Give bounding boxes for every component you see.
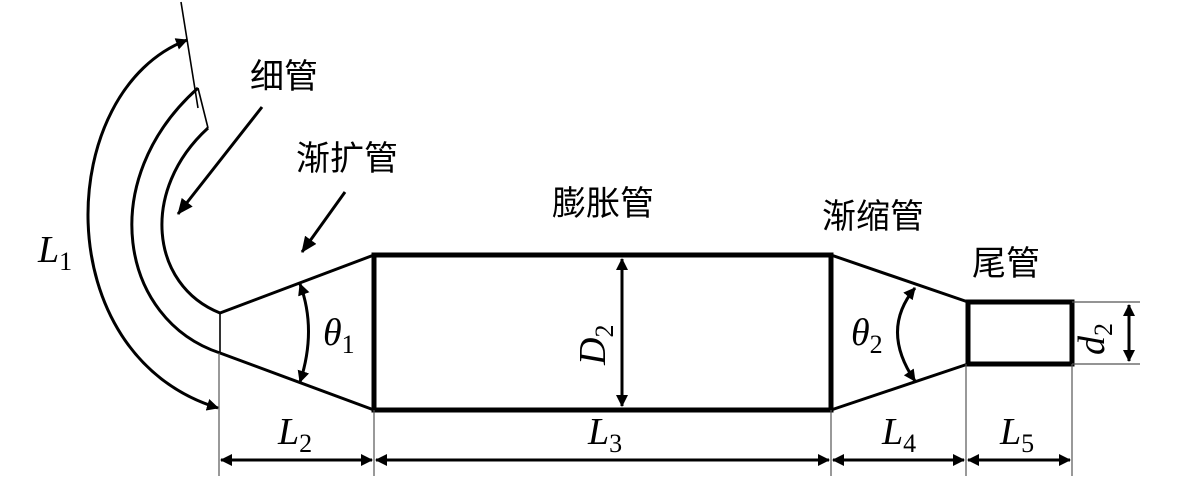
theta1-arc: [297, 283, 310, 383]
l1-label: L1: [37, 229, 72, 276]
l5-label: L5: [999, 411, 1034, 458]
l2-label: L2: [277, 411, 312, 458]
d2-label: D2: [572, 325, 619, 366]
diffuser-leader-arrow: [300, 191, 347, 253]
small-d2-label: d2: [1071, 323, 1118, 355]
l4-label: L4: [881, 411, 916, 458]
thin-tube-label: 细管: [250, 57, 318, 97]
contraction: [830, 253, 969, 412]
l1-curved-arrow: [86, 38, 219, 411]
diffuser-label: 渐扩管: [296, 139, 398, 179]
expansion-chamber-label: 膨胀管: [552, 184, 654, 224]
theta2-arc: [896, 287, 917, 382]
theta1-label: θ1: [323, 312, 355, 359]
expansion-chamber: [371, 252, 834, 413]
l3-label: L3: [587, 411, 622, 458]
diffuser: [219, 253, 375, 412]
tail-pipe-label: 尾管: [972, 244, 1040, 284]
theta2-label: θ2: [851, 312, 883, 359]
extension-lines: [218, 301, 1140, 476]
contraction-label: 渐缩管: [822, 197, 924, 237]
thin-tube-leader-arrow: [176, 106, 264, 215]
tail-pipe: [965, 299, 1075, 367]
